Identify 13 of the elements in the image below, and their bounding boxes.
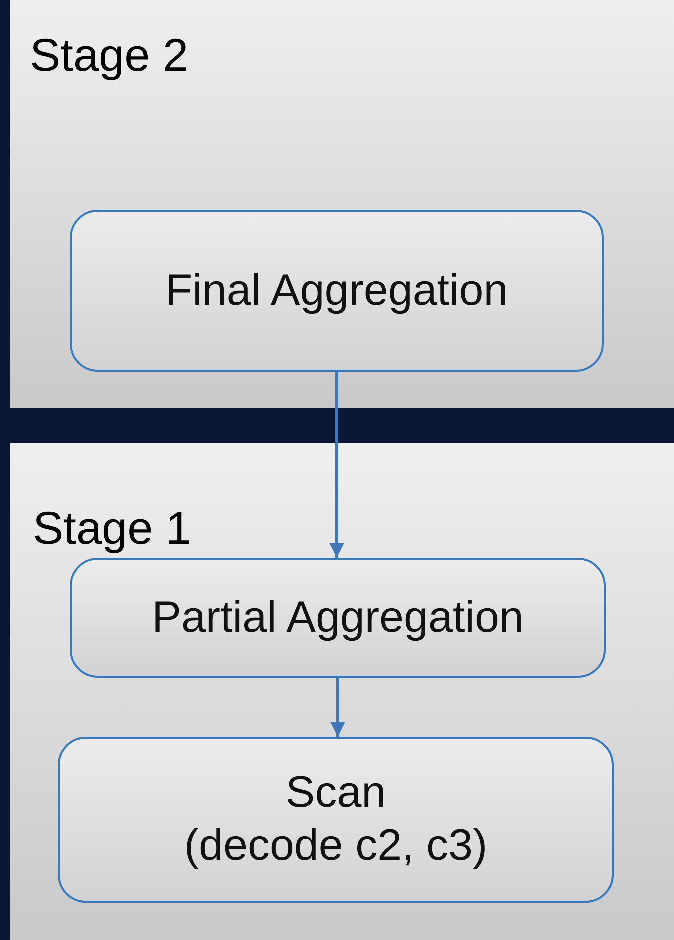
process-box — [70, 210, 604, 372]
process-label: Partial Aggregation — [152, 592, 524, 644]
stage-panel — [10, 0, 674, 408]
process-label: Final Aggregation — [166, 264, 508, 317]
stage-title: Stage 1 — [33, 505, 192, 551]
process-box — [58, 737, 614, 903]
arrow — [330, 678, 346, 737]
process-label: Scan — [286, 767, 386, 820]
arrow — [330, 372, 344, 558]
process-label: (decode c2, c3) — [184, 820, 488, 872]
stage-title: Stage 2 — [30, 32, 189, 78]
process-box — [70, 558, 606, 678]
stage-panel — [10, 443, 674, 940]
